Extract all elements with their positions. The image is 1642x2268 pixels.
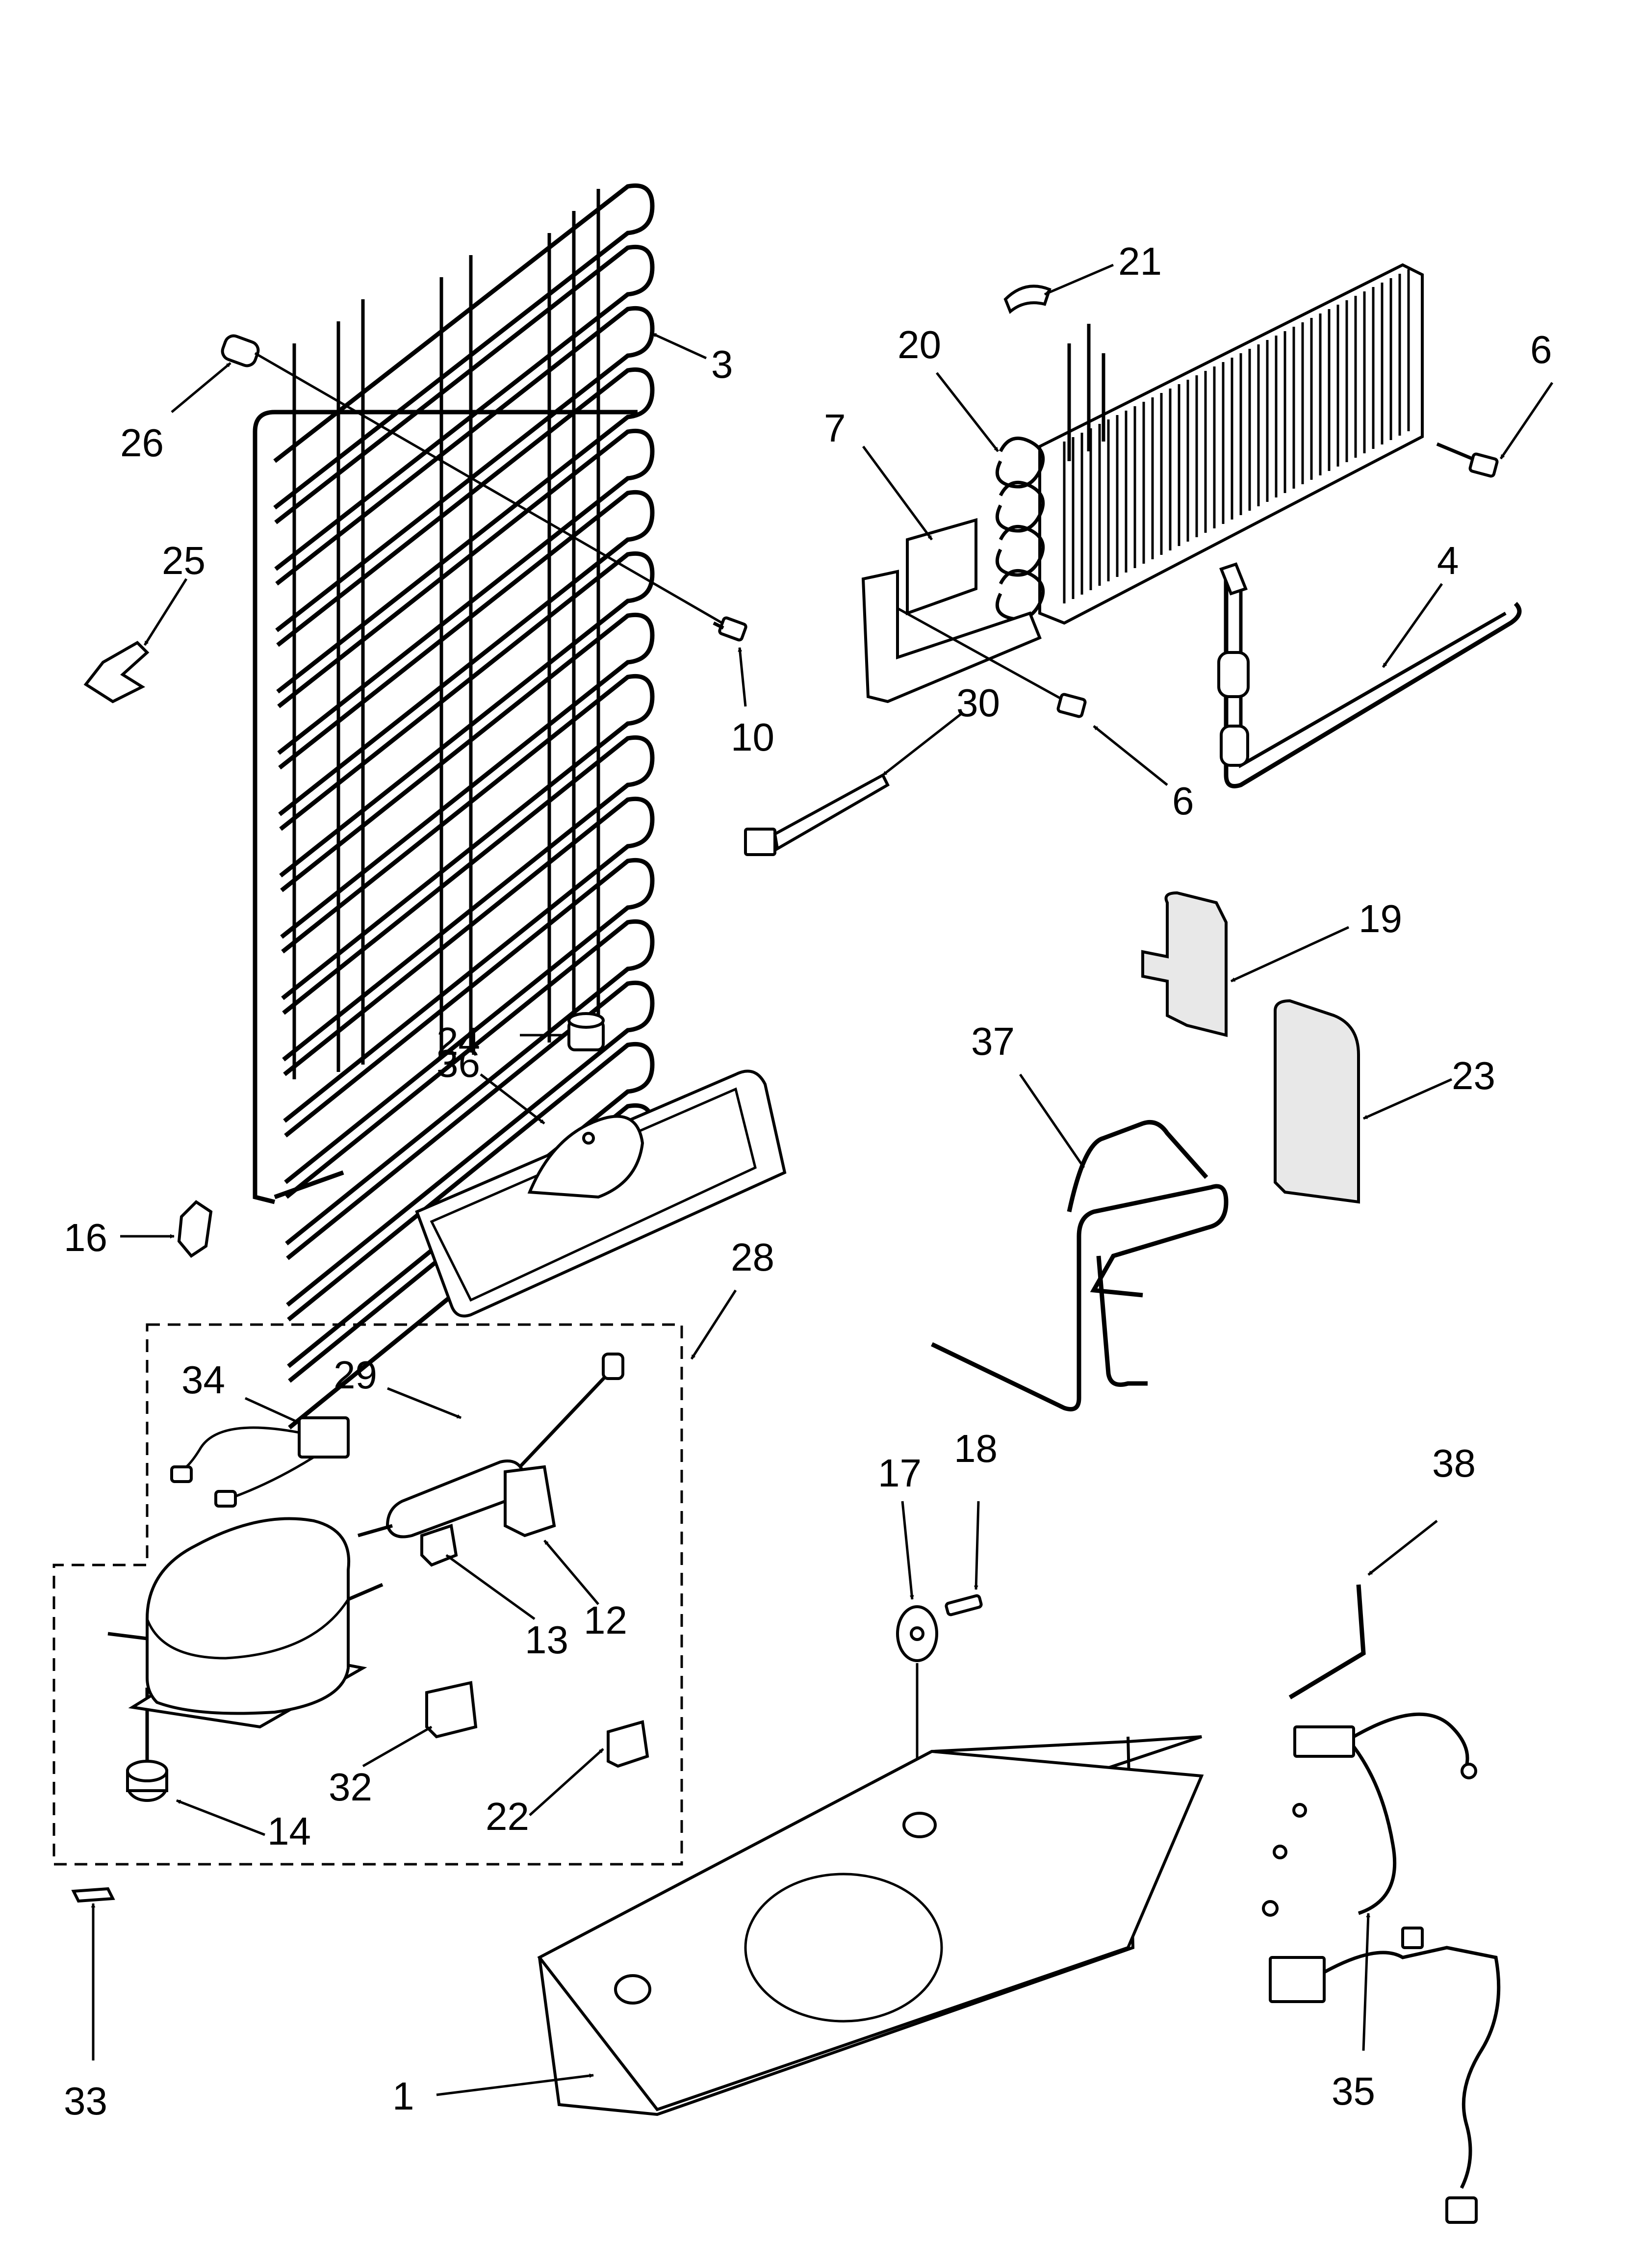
callout-16: 16 <box>64 1216 107 1259</box>
condenser-loop <box>280 612 655 939</box>
sensor-tube <box>1288 1584 1366 1699</box>
evaporator-bracket <box>861 518 1042 704</box>
callout-24: 24 <box>436 1019 480 1063</box>
callout-13: 13 <box>525 1618 568 1662</box>
foam-block-small <box>1141 891 1228 1037</box>
tubing-clip <box>71 1887 115 1903</box>
callout-3: 3 <box>711 342 733 386</box>
evaporator-coil <box>995 263 1424 625</box>
callout-1: 1 <box>392 2074 414 2118</box>
evaporator-screw-right <box>1436 442 1499 478</box>
wiring-harness <box>1262 1712 1501 2224</box>
condenser-loop <box>287 1042 655 1368</box>
leader-lines <box>91 263 1554 2096</box>
overload-relay <box>170 1416 350 1508</box>
callout-25: 25 <box>162 539 205 582</box>
callout-37: 37 <box>971 1019 1015 1063</box>
compressor-kit-boundary <box>52 1323 683 1866</box>
callout-7: 7 <box>824 406 846 450</box>
callout-34: 34 <box>181 1358 225 1402</box>
callout-26: 26 <box>120 421 164 465</box>
callout-21: 21 <box>1118 239 1162 283</box>
evaporator-clip <box>1003 285 1052 314</box>
callout-33: 33 <box>64 2079 107 2123</box>
condenser-loop <box>273 183 655 510</box>
condenser-loop <box>282 735 655 1062</box>
callout-32: 32 <box>329 1765 372 1809</box>
condenser-loop <box>281 674 655 1000</box>
drain-pan <box>415 1069 787 1318</box>
condenser-plug <box>221 334 732 629</box>
callout-6a: 6 <box>1530 328 1552 371</box>
callout-14: 14 <box>267 1809 311 1853</box>
compressor-mount-washer <box>896 1605 938 1662</box>
callout-23: 23 <box>1452 1054 1495 1097</box>
callout-4: 4 <box>1437 539 1459 582</box>
callout-20: 20 <box>898 323 941 366</box>
base-pan <box>537 1735 1204 2116</box>
compressor-mount-bolt <box>945 1594 983 1616</box>
cable-tie <box>744 773 890 856</box>
callout-29: 29 <box>334 1353 377 1397</box>
condenser-loop <box>278 490 655 816</box>
callout-labels: 1 3 4 6 6 7 10 12 13 14 16 17 18 19 20 2… <box>64 239 1552 2123</box>
evaporator-screw-bottom <box>897 607 1087 718</box>
callout-22: 22 <box>486 1795 529 1838</box>
condenser-coil <box>253 183 655 1430</box>
condenser-loop <box>285 919 655 1246</box>
callout-19: 19 <box>1359 897 1402 940</box>
condenser-screw <box>713 616 747 642</box>
callout-6b: 6 <box>1172 779 1194 823</box>
defrost-heater <box>1217 562 1522 788</box>
condenser-loop <box>279 551 655 878</box>
condenser-bracket <box>83 641 150 704</box>
callout-38: 38 <box>1432 1441 1476 1485</box>
callout-35: 35 <box>1332 2069 1375 2113</box>
callout-17: 17 <box>878 1451 922 1495</box>
condenser-clip <box>177 1200 213 1258</box>
callout-36: 36 <box>436 1042 480 1085</box>
compressor-grommet <box>126 1688 168 1802</box>
condenser-loop <box>275 306 655 632</box>
condenser-loop <box>277 428 655 755</box>
condenser-loop <box>284 858 655 1184</box>
terminal-connector <box>607 1720 649 1768</box>
compressor <box>107 1517 384 1729</box>
callout-10: 10 <box>731 715 774 759</box>
condenser-loop <box>286 980 655 1307</box>
drain-pan-nut <box>567 1012 605 1051</box>
condenser-loop <box>276 367 655 694</box>
condenser-loop <box>274 244 655 571</box>
foam-block-large <box>1274 999 1360 1204</box>
terminal-cover <box>504 1465 556 1538</box>
suction-tube <box>931 1120 1229 1411</box>
callout-12: 12 <box>584 1598 627 1642</box>
callout-28: 28 <box>731 1235 774 1279</box>
condenser-loop <box>283 796 655 1123</box>
filter-drier <box>358 1353 624 1538</box>
capacitor-module <box>425 1681 478 1739</box>
callout-18: 18 <box>954 1427 998 1470</box>
callout-30: 30 <box>956 681 1000 725</box>
